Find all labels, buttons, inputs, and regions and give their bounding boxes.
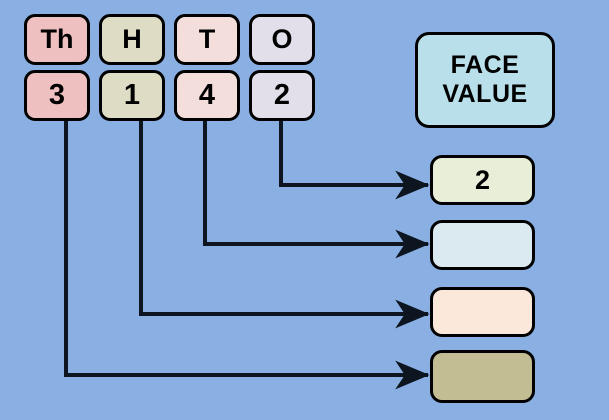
place-card-label: H — [122, 24, 142, 54]
connector-arrow — [279, 121, 430, 200]
place-card-th[interactable]: Th — [24, 14, 90, 65]
face-value-header-line1: FACE — [450, 51, 520, 79]
place-card-label: O — [271, 24, 293, 54]
digit-card-t[interactable]: 4 — [174, 70, 240, 121]
place-card-o[interactable]: O — [249, 14, 315, 65]
digit-card-value: 4 — [198, 79, 216, 111]
place-card-label: T — [198, 24, 216, 54]
connector-arrow — [203, 121, 430, 259]
connector-arrow — [64, 121, 430, 390]
digit-card-h[interactable]: 1 — [99, 70, 165, 121]
result-box-tens[interactable] — [430, 220, 535, 270]
connector-arrow — [139, 121, 430, 329]
place-card-label: Th — [40, 24, 74, 54]
digit-card-value: 1 — [123, 79, 141, 111]
result-box-value: 2 — [474, 164, 491, 195]
place-card-h[interactable]: H — [99, 14, 165, 65]
place-card-t[interactable]: T — [174, 14, 240, 65]
digit-card-o[interactable]: 2 — [249, 70, 315, 121]
digit-card-value: 2 — [273, 79, 291, 111]
digit-card-th[interactable]: 3 — [24, 70, 90, 121]
result-box-ones[interactable]: 2 — [430, 155, 535, 205]
result-box-hundreds[interactable] — [430, 287, 535, 337]
face-value-header-line2: VALUE — [442, 80, 528, 108]
face-value-header: FACE VALUE — [415, 32, 555, 128]
digit-card-value: 3 — [48, 79, 66, 111]
result-box-thousands[interactable] — [430, 350, 535, 403]
